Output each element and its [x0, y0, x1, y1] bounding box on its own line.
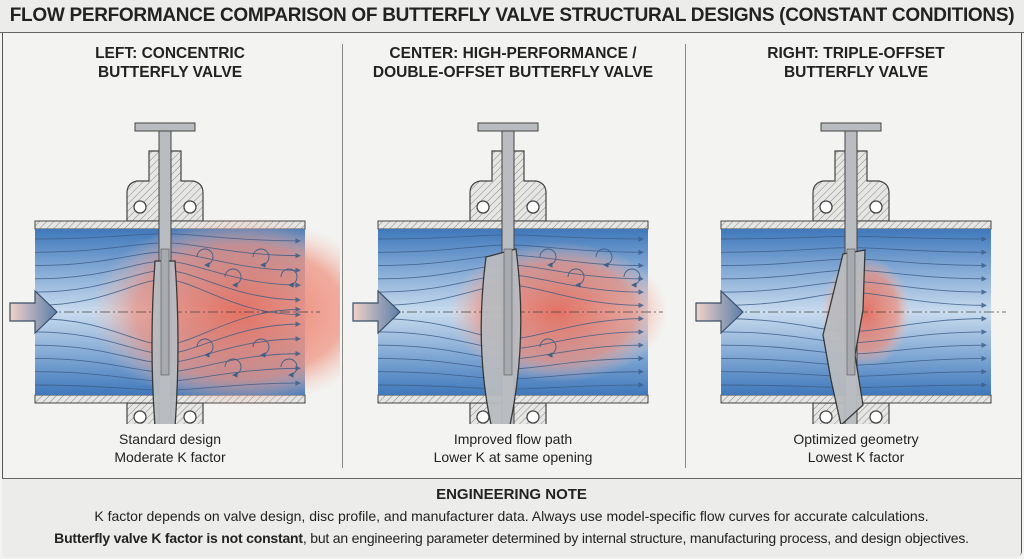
bolt-hole-icon — [819, 410, 833, 424]
panel-label: LEFT: CONCENTRIC BUTTERFLY VALVE — [0, 44, 340, 82]
title-bar — [0, 0, 1024, 33]
double-offset-valve-illustration — [352, 122, 668, 424]
bolt-hole-icon — [133, 410, 147, 424]
eddy-icon — [539, 338, 557, 358]
stem-top-plate — [820, 122, 882, 132]
diagram-title: FLOW PERFORMANCE COMPARISON OF BUTTERFLY… — [9, 5, 1015, 26]
eddy-icon — [196, 248, 214, 268]
valve-disc — [480, 248, 522, 424]
panel-label-line-1: CENTER: HIGH-PERFORMANCE / — [389, 45, 637, 62]
caption-line-2: Lower K at same opening — [433, 449, 593, 465]
bolt-hole-icon — [869, 410, 883, 424]
note-line-2: Butterfly valve K factor is not constant… — [2, 529, 1021, 547]
eddy-icon — [252, 248, 270, 268]
triple-offset-valve-illustration — [695, 122, 1006, 424]
bolt-hole-icon — [526, 200, 540, 214]
note-heading: ENGINEERING NOTE — [436, 486, 587, 503]
stem-top-plate — [134, 122, 196, 132]
panel-divider — [342, 44, 343, 468]
bolt-hole-icon — [869, 200, 883, 214]
eddy-icon — [196, 338, 214, 358]
bolt-hole-icon — [476, 200, 490, 214]
caption-line-1: Standard design — [119, 431, 221, 447]
flow-direction-arrow-icon — [695, 289, 744, 335]
eddy-icon — [252, 338, 270, 358]
stem-top-plate — [477, 122, 539, 132]
eddy-icon — [595, 248, 613, 268]
bolt-hole-icon — [526, 410, 540, 424]
disc-shaft — [503, 248, 513, 376]
eddy-icon — [567, 268, 585, 288]
note-line-2-rest: , but an engineering parameter determine… — [302, 530, 969, 546]
disc-shaft — [160, 248, 170, 376]
caption-line-1: Improved flow path — [453, 431, 573, 447]
panel-divider — [685, 44, 686, 468]
panel-label-line-1: RIGHT: TRIPLE-OFFSET — [767, 45, 945, 62]
disc-shaft — [846, 248, 856, 376]
panel-label: CENTER: HIGH-PERFORMANCE / DOUBLE-OFFSET … — [343, 44, 683, 82]
eddy-icon — [539, 248, 557, 268]
panel-concentric: LEFT: CONCENTRIC BUTTERFLY VALVE Standard… — [0, 34, 340, 474]
caption-line-2: Lowest K factor — [807, 449, 905, 465]
panel-double-offset: CENTER: HIGH-PERFORMANCE / DOUBLE-OFFSET … — [343, 34, 683, 474]
panel-label-line-1: LEFT: CONCENTRIC — [95, 45, 245, 62]
bolt-hole-icon — [819, 200, 833, 214]
bolt-hole-icon — [183, 200, 197, 214]
note-line-1: K factor depends on valve design, disc p… — [94, 508, 929, 524]
panel-label-line-2: DOUBLE-OFFSET BUTTERFLY VALVE — [372, 64, 654, 81]
eddy-icon — [224, 268, 242, 288]
eddy-icon — [280, 358, 298, 378]
eddy-icon — [623, 268, 641, 288]
caption-line-2: Moderate K factor — [114, 449, 226, 465]
bolt-hole-icon — [133, 200, 147, 214]
note-line-2-bold: Butterfly valve K factor is not constant — [54, 530, 303, 546]
caption-line-1: Optimized geometry — [793, 431, 919, 447]
eddy-icon — [224, 358, 242, 378]
engineering-note: ENGINEERING NOTE K factor depends on val… — [2, 478, 1021, 558]
eddy-icon — [280, 268, 298, 288]
panel-label: RIGHT: TRIPLE-OFFSET BUTTERFLY VALVE — [686, 44, 1024, 82]
panel-label-line-2: BUTTERFLY VALVE — [783, 64, 929, 81]
bolt-hole-icon — [183, 410, 197, 424]
panel-label-line-2: BUTTERFLY VALVE — [97, 64, 243, 81]
bolt-hole-icon — [476, 410, 490, 424]
flow-direction-arrow-icon — [9, 289, 58, 335]
panel-triple-offset: RIGHT: TRIPLE-OFFSET BUTTERFLY VALVE Opti… — [686, 34, 1024, 474]
concentric-valve-illustration — [9, 122, 340, 424]
flow-direction-arrow-icon — [352, 289, 401, 335]
